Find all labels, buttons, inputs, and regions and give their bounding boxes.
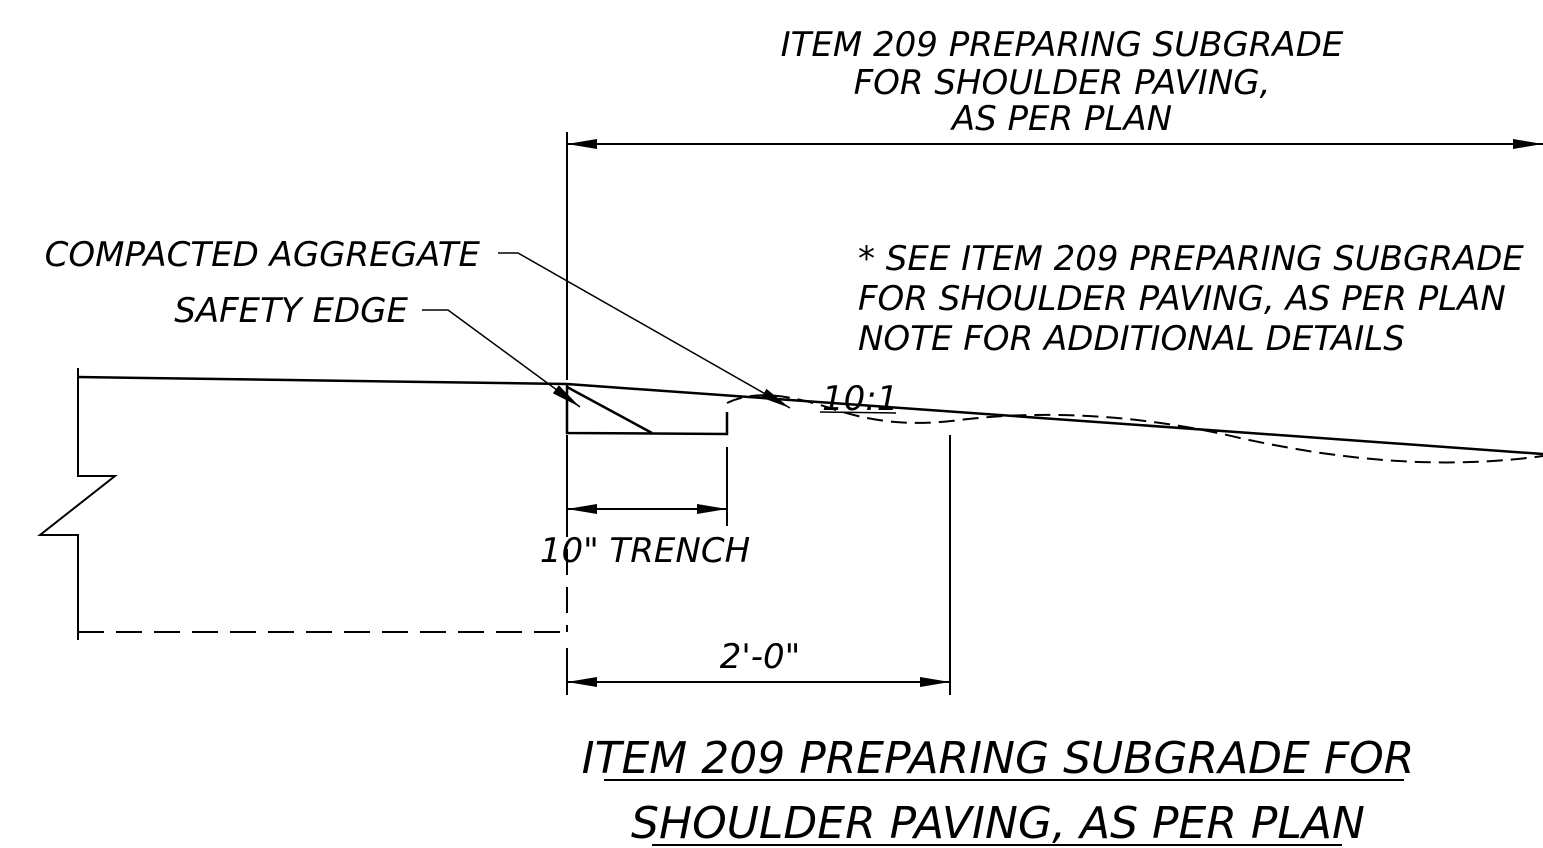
shoulder-surface xyxy=(566,382,1543,456)
title-line2: SHOULDER PAVING, AS PER PLAN xyxy=(631,798,1365,848)
slope-underline xyxy=(819,411,897,414)
label-dimension: 2'-0" xyxy=(720,637,801,677)
header-note-line1: ITEM 209 PREPARING SUBGRADE xyxy=(781,25,1344,65)
label-trench: 10" TRENCH xyxy=(540,531,750,571)
title-line1: ITEM 209 PREPARING SUBGRADE FOR xyxy=(582,733,1415,784)
trench-outline xyxy=(565,384,729,436)
break-line xyxy=(37,368,118,640)
label-compacted-aggregate: COMPACTED AGGREGATE xyxy=(45,235,481,275)
pavement-surface xyxy=(77,375,568,386)
see-note-line3: NOTE FOR ADDITIONAL DETAILS xyxy=(858,319,1405,359)
leader-compacted-aggregate xyxy=(498,252,791,409)
label-safety-edge: SAFETY EDGE xyxy=(174,291,408,331)
see-note-line1: * SEE ITEM 209 PREPARING SUBGRADE xyxy=(858,239,1524,279)
safety-edge-wedge xyxy=(566,385,653,435)
header-note-line2: FOR SHOULDER PAVING, xyxy=(854,63,1271,103)
leader-safety-edge xyxy=(422,309,581,408)
header-note-line3: AS PER PLAN xyxy=(950,99,1172,139)
see-note-line2: FOR SHOULDER PAVING, AS PER PLAN xyxy=(858,279,1506,319)
compacted-aggregate-dashed xyxy=(726,394,1543,464)
